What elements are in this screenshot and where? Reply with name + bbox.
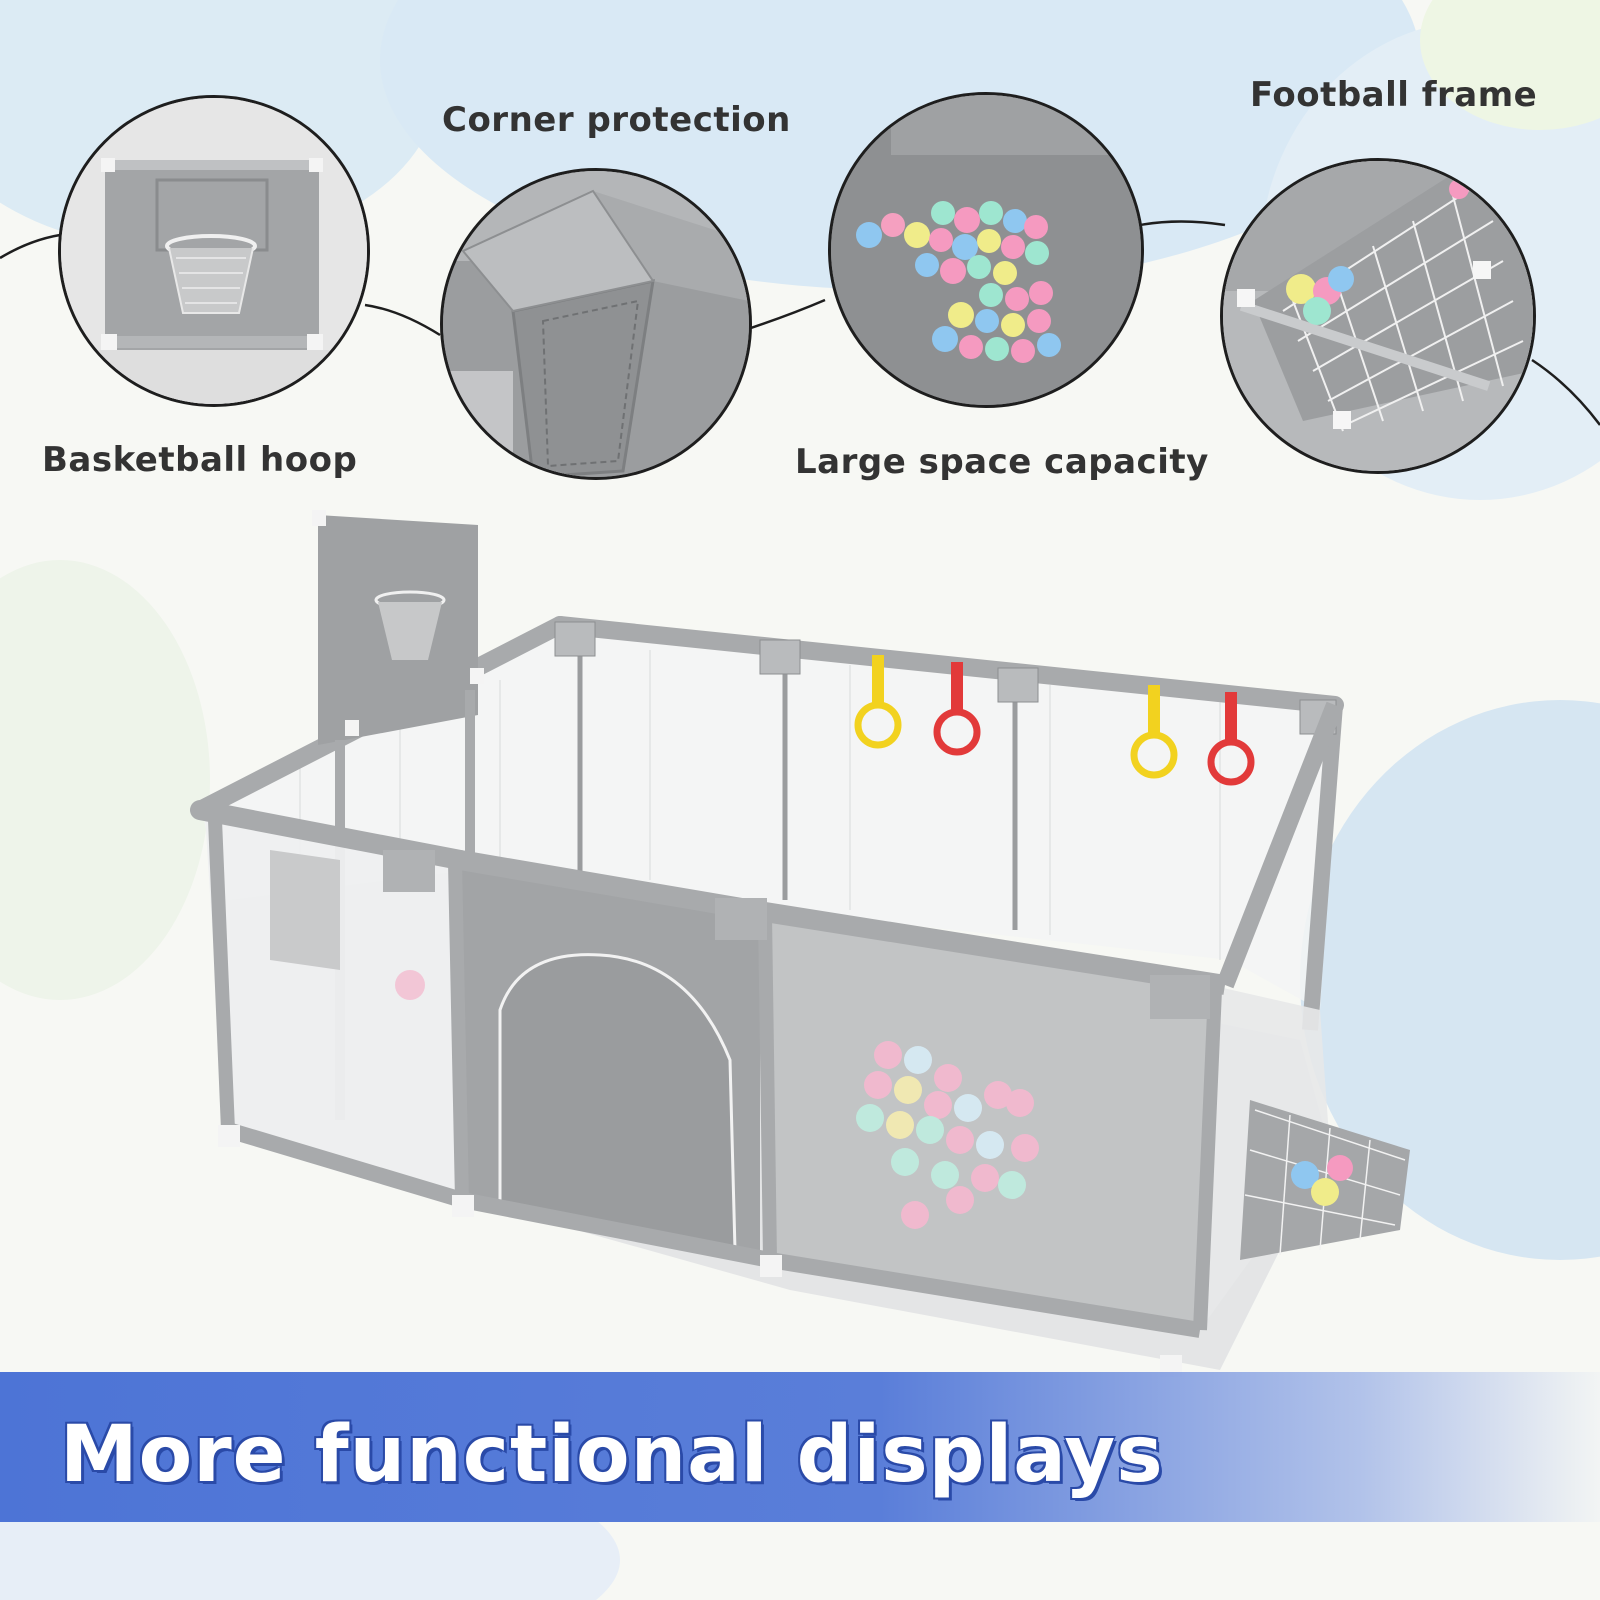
corner-protection-image: [443, 171, 749, 477]
large-space-capacity-detail: [828, 92, 1144, 408]
football-frame-detail: [1220, 158, 1536, 474]
football-goal-image: [1223, 161, 1533, 471]
headline-text: More functional displays: [60, 1410, 1164, 1500]
basketball-hoop-detail: [58, 95, 370, 407]
basketball-hoop-label: Basketball hoop: [42, 440, 358, 480]
headline-banner: [0, 1372, 1600, 1522]
corner-protection-label: Corner protection: [442, 100, 791, 140]
corner-protection-detail: [440, 168, 752, 480]
ball-cluster: [856, 201, 1061, 363]
ball-pit-image: [831, 95, 1141, 405]
basketball-hoop-image: [61, 98, 367, 404]
football-frame-label: Football frame: [1250, 75, 1538, 115]
large-space-capacity-label: Large space capacity: [795, 442, 1209, 482]
